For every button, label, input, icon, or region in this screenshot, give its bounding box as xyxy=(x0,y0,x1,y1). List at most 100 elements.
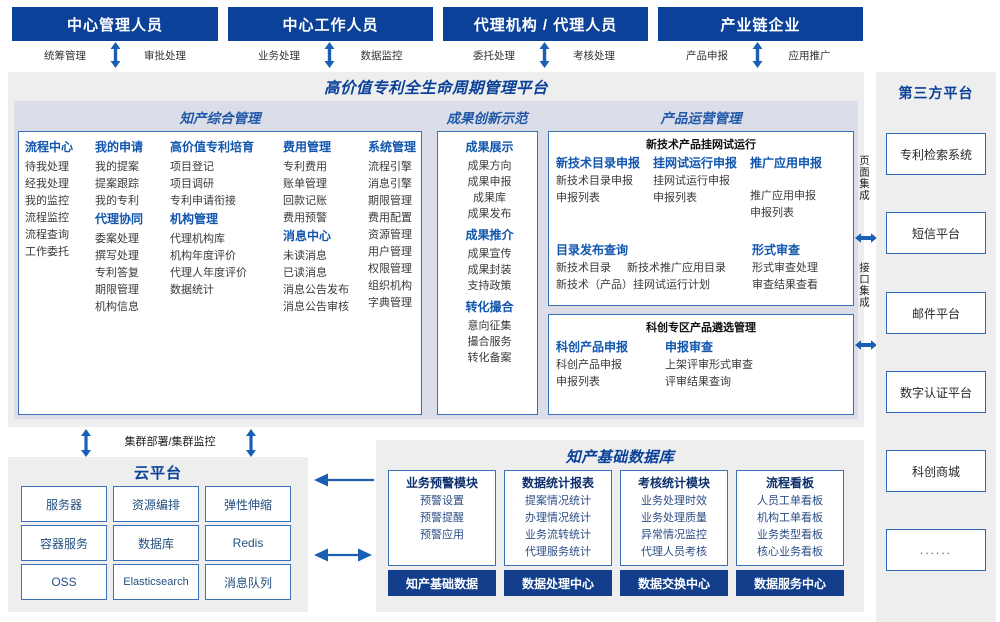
column-head[interactable]: 申报审查 xyxy=(665,340,714,354)
database-footer-1[interactable]: 数据处理中心 xyxy=(504,570,612,596)
db-item[interactable]: 核心业务看板 xyxy=(757,546,823,558)
menu-item[interactable]: 评审结果查询 xyxy=(665,376,731,388)
database-footer-3[interactable]: 数据服务中心 xyxy=(736,570,844,596)
menu-item[interactable]: 新技术目录申报 xyxy=(556,175,633,187)
column-head[interactable]: 挂网试运行申报 xyxy=(653,156,738,170)
thirdparty-item-5[interactable]: ...... xyxy=(886,529,986,571)
db-item[interactable]: 预警提醒 xyxy=(420,512,464,524)
menu-item[interactable]: 经我处理 xyxy=(25,178,69,190)
db-item[interactable]: 业务处理时效 xyxy=(641,495,707,507)
column-head[interactable]: 科创产品申报 xyxy=(556,340,629,354)
menu-item[interactable]: 专利答复 xyxy=(95,267,139,279)
menu-item[interactable]: 我的监控 xyxy=(25,195,69,207)
db-item[interactable]: 异常情况监控 xyxy=(641,529,707,541)
thirdparty-item-0[interactable]: 专利检索系统 xyxy=(886,133,986,175)
menu-item[interactable]: 回款记账 xyxy=(283,195,327,207)
menu-item[interactable]: 形式审查处理 xyxy=(752,262,818,274)
role-bar-2[interactable]: 代理机构 / 代理人员 xyxy=(443,7,648,41)
menu-item[interactable]: 流程查询 xyxy=(25,229,69,241)
menu-item[interactable]: 支持政策 xyxy=(467,280,512,292)
menu-item[interactable]: 成果发布 xyxy=(467,208,512,220)
menu-item[interactable]: 我的提案 xyxy=(95,161,139,173)
column-head[interactable]: 流程中心 xyxy=(25,140,74,154)
menu-item[interactable]: 流程引擎 xyxy=(368,161,412,173)
cloud-cell-3[interactable]: 容器服务 xyxy=(21,525,107,561)
menu-item[interactable]: 已读消息 xyxy=(283,267,327,279)
column-head[interactable]: 代理协同 xyxy=(95,212,144,226)
menu-item[interactable]: 申报列表 xyxy=(556,192,600,204)
column-head[interactable]: 成果展示 xyxy=(465,140,514,154)
db-item[interactable]: 办理情况统计 xyxy=(525,512,591,524)
menu-item[interactable]: 期限管理 xyxy=(95,284,139,296)
menu-item[interactable]: 成果封装 xyxy=(467,264,512,276)
menu-item[interactable]: 数据统计 xyxy=(170,284,214,296)
db-item[interactable]: 提案情况统计 xyxy=(525,495,591,507)
cloud-cell-8[interactable]: 消息队列 xyxy=(205,564,291,600)
menu-item[interactable]: 申报列表 xyxy=(653,192,697,204)
thirdparty-item-3[interactable]: 数字认证平台 xyxy=(886,371,986,413)
menu-item[interactable]: 申报列表 xyxy=(750,207,794,219)
role-bar-0[interactable]: 中心管理人员 xyxy=(12,7,218,41)
menu-item[interactable]: 用户管理 xyxy=(368,246,412,258)
menu-item[interactable]: 撮合服务 xyxy=(467,336,512,348)
menu-item[interactable]: 提案跟踪 xyxy=(95,178,139,190)
cloud-cell-4[interactable]: 数据库 xyxy=(113,525,199,561)
menu-item[interactable]: 工作委托 xyxy=(25,246,69,258)
column-head[interactable]: 转化撮合 xyxy=(465,300,514,314)
column-head[interactable]: 机构管理 xyxy=(170,212,219,226)
menu-item[interactable]: 转化备案 xyxy=(467,352,512,364)
column-head[interactable]: 系统管理 xyxy=(368,140,417,154)
menu-item[interactable]: 专利申请衔接 xyxy=(170,195,236,207)
menu-item[interactable]: 成果申报 xyxy=(467,176,512,188)
menu-item[interactable]: 项目登记 xyxy=(170,161,214,173)
menu-item[interactable]: 申报列表 xyxy=(556,376,600,388)
column-head[interactable]: 我的申请 xyxy=(95,140,144,154)
menu-item[interactable]: 成果库 xyxy=(473,192,506,204)
menu-item[interactable]: 新技术（产品）挂网试运行计划 xyxy=(556,279,710,291)
menu-item[interactable]: 账单管理 xyxy=(283,178,327,190)
db-item[interactable]: 预警应用 xyxy=(420,529,464,541)
role-bar-1[interactable]: 中心工作人员 xyxy=(228,7,433,41)
column-head[interactable]: 费用管理 xyxy=(283,140,332,154)
db-item[interactable]: 业务流转统计 xyxy=(525,529,591,541)
menu-item[interactable]: 组织机构 xyxy=(368,280,412,292)
menu-item[interactable]: 意向征集 xyxy=(467,320,512,332)
menu-item[interactable]: 委案处理 xyxy=(95,233,139,245)
column-head[interactable]: 高价值专利培育 xyxy=(170,140,255,154)
column-head[interactable]: 成果推介 xyxy=(465,228,514,242)
db-item[interactable]: 业务类型看板 xyxy=(757,529,823,541)
thirdparty-item-2[interactable]: 邮件平台 xyxy=(886,292,986,334)
menu-item[interactable]: 挂网试运行申报 xyxy=(653,175,730,187)
cloud-cell-1[interactable]: 资源编排 xyxy=(113,486,199,522)
database-footer-2[interactable]: 数据交换中心 xyxy=(620,570,728,596)
menu-item[interactable]: 推广应用申报 xyxy=(750,190,816,202)
menu-item[interactable]: 资源管理 xyxy=(368,229,412,241)
menu-item[interactable]: 机构年度评价 xyxy=(170,250,236,262)
menu-item[interactable]: 费用配置 xyxy=(368,212,412,224)
menu-item[interactable]: 字典管理 xyxy=(368,297,412,309)
menu-item[interactable]: 费用预警 xyxy=(283,212,327,224)
column-head[interactable]: 形式审查 xyxy=(752,243,801,257)
db-item[interactable]: 代理人员考核 xyxy=(641,546,707,558)
cloud-cell-6[interactable]: OSS xyxy=(21,564,107,600)
thirdparty-item-1[interactable]: 短信平台 xyxy=(886,212,986,254)
menu-item[interactable]: 流程监控 xyxy=(25,212,69,224)
column-head[interactable]: 新技术目录申报 xyxy=(556,156,641,170)
cloud-cell-0[interactable]: 服务器 xyxy=(21,486,107,522)
menu-item[interactable]: 权限管理 xyxy=(368,263,412,275)
cloud-cell-7[interactable]: Elasticsearch xyxy=(113,564,199,600)
menu-item[interactable]: 消息公告发布 xyxy=(283,284,349,296)
database-footer-0[interactable]: 知产基础数据 xyxy=(388,570,496,596)
column-head[interactable]: 消息中心 xyxy=(283,229,332,243)
column-head[interactable]: 目录发布查询 xyxy=(556,243,629,257)
cloud-cell-5[interactable]: Redis xyxy=(205,525,291,561)
menu-item[interactable]: 新技术推广应用目录 xyxy=(627,262,726,274)
role-bar-3[interactable]: 产业链企业 xyxy=(658,7,863,41)
thirdparty-item-4[interactable]: 科创商城 xyxy=(886,450,986,492)
menu-item[interactable]: 新技术目录 xyxy=(556,262,611,274)
db-item[interactable]: 机构工单看板 xyxy=(757,512,823,524)
menu-item[interactable]: 我的专利 xyxy=(95,195,139,207)
menu-item[interactable]: 消息引擎 xyxy=(368,178,412,190)
column-head[interactable]: 推广应用申报 xyxy=(750,156,823,170)
db-item[interactable]: 人员工单看板 xyxy=(757,495,823,507)
